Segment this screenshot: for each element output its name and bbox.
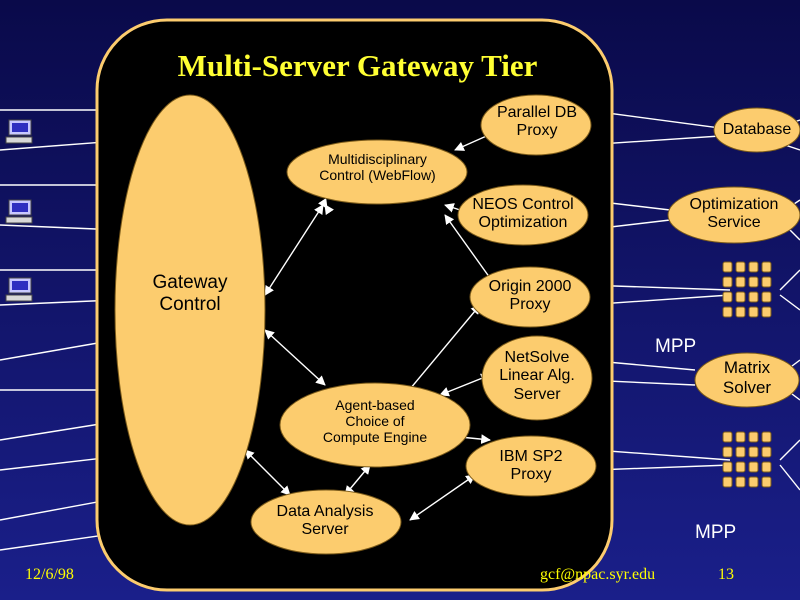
grid-cell — [735, 276, 746, 288]
grid-cell — [761, 306, 772, 318]
footer-email: gcf@npac.syr.edu — [540, 566, 656, 583]
grid-cell — [761, 261, 772, 273]
slide-title: Multi-Server Gateway Tier — [177, 48, 538, 83]
grid-cell — [735, 431, 746, 443]
grid-cell — [748, 431, 759, 443]
optimization-service-label: Optimization Service — [689, 196, 779, 232]
gateway-control-label: Gateway Control — [152, 272, 228, 315]
grid-cell — [735, 446, 746, 458]
computer-icon — [5, 277, 33, 302]
grid-cell — [748, 276, 759, 288]
matrix-solver-node — [694, 352, 800, 408]
mpp-label: MPP — [695, 522, 737, 543]
grid-cell — [735, 476, 746, 488]
grid-cell — [722, 261, 733, 273]
grid-cell — [722, 306, 733, 318]
grid-cell — [735, 261, 746, 273]
grid-cell — [748, 461, 759, 473]
grid-cell — [748, 476, 759, 488]
grid-cell — [748, 306, 759, 318]
grid-icon — [722, 261, 772, 318]
data-analysis-node — [250, 489, 402, 555]
grid-cell — [748, 291, 759, 303]
grid-cell — [735, 306, 746, 318]
grid-cell — [761, 291, 772, 303]
parallel-db-label: Parallel DB Proxy — [496, 104, 578, 140]
multidisciplinary-node — [286, 139, 468, 205]
netsolve-label: NetSolve Linear Alg. Server — [499, 349, 575, 403]
mpp-label: MPP — [655, 336, 697, 357]
ibm-node — [465, 435, 597, 497]
netsolve-node — [481, 335, 593, 421]
grid-cell — [761, 431, 772, 443]
grid-cell — [722, 446, 733, 458]
grid-cell — [748, 261, 759, 273]
grid-cell — [761, 276, 772, 288]
optimization-service-node — [667, 186, 800, 244]
grid-cell — [761, 446, 772, 458]
grid-icon — [722, 431, 772, 488]
database-label: Database — [722, 121, 792, 138]
grid-cell — [722, 276, 733, 288]
agent-label: Agent-based Choice of Compute Engine — [322, 397, 428, 446]
grid-cell — [748, 446, 759, 458]
footer-page: 13 — [718, 566, 734, 583]
ibm-label: IBM SP2 Proxy — [499, 448, 563, 484]
grid-cell — [722, 291, 733, 303]
grid-cell — [722, 431, 733, 443]
parallel-db-node — [480, 94, 592, 156]
grid-cell — [761, 476, 772, 488]
database-node — [713, 107, 800, 153]
origin-node — [469, 266, 591, 328]
agent-node — [279, 382, 471, 468]
grid-cell — [722, 476, 733, 488]
grid-cell — [761, 461, 772, 473]
data-analysis-label: Data Analysis Server — [276, 503, 374, 539]
neos-node — [457, 184, 589, 246]
grid-cell — [735, 291, 746, 303]
multidisciplinary-label: Multidisciplinary Control (WebFlow) — [319, 151, 436, 184]
matrix-solver-label: Matrix Solver — [722, 358, 772, 397]
grid-cell — [735, 461, 746, 473]
grid-cell — [722, 461, 733, 473]
footer-date: 12/6/98 — [25, 566, 74, 583]
neos-label: NEOS Control Optimization — [472, 196, 574, 232]
gateway-control-node — [114, 94, 266, 526]
origin-label: Origin 2000 Proxy — [488, 278, 572, 314]
computer-icon — [5, 199, 33, 224]
computer-icon — [5, 119, 33, 144]
